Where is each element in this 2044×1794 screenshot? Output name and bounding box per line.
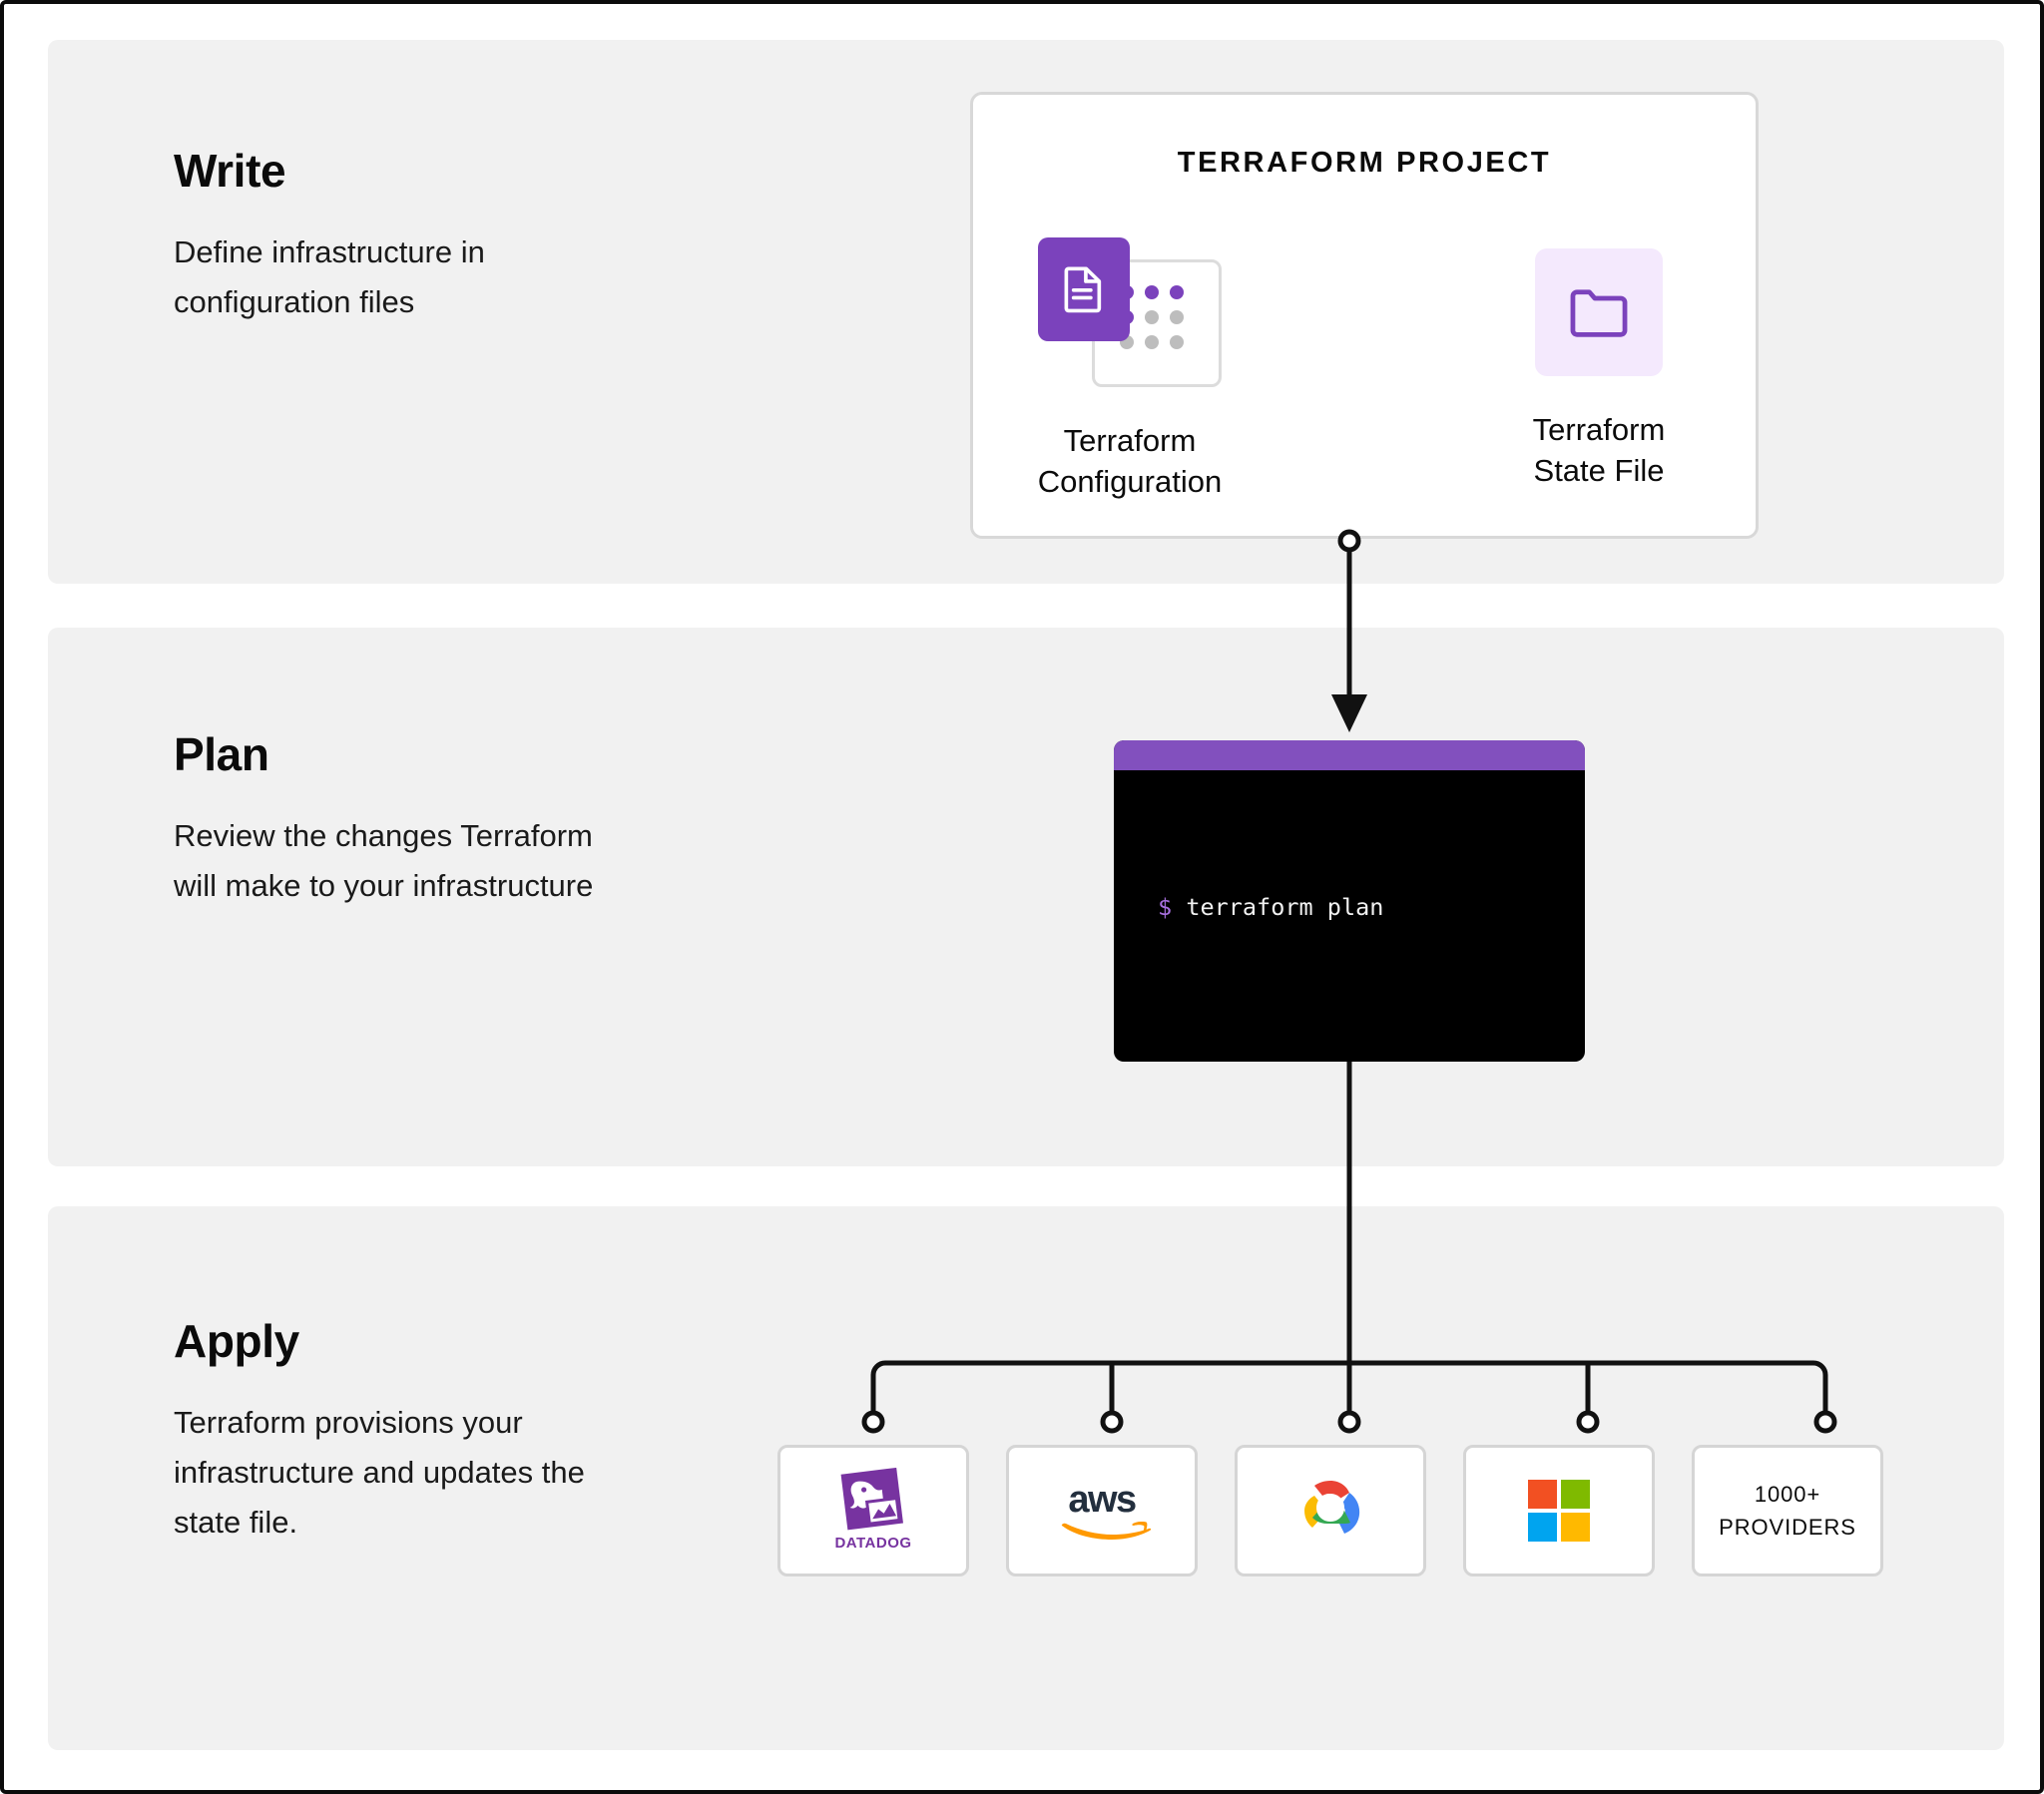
section-panel-plan xyxy=(48,628,2004,1166)
step-plan-description: Review the changes Terraform will make t… xyxy=(174,818,594,904)
document-icon xyxy=(1064,266,1102,313)
provider-card-aws[interactable]: aws xyxy=(1006,1445,1198,1576)
terraform-project-title: TERRAFORM PROJECT xyxy=(1177,147,1552,179)
provider-card-row: DATADOG aws xyxy=(777,1445,1883,1576)
step-plan: Plan Review the changes Terraform will m… xyxy=(174,727,812,911)
terminal-command-line: $ terraform plan xyxy=(1158,888,1585,926)
microsoft-icon xyxy=(1528,1480,1590,1542)
provider-card-microsoft[interactable] xyxy=(1463,1445,1655,1576)
terraform-project-card: TERRAFORM PROJECT xyxy=(970,92,1759,539)
terraform-state-file-label: Terraform State File xyxy=(1532,412,1666,488)
provider-more-label: 1000+ PROVIDERS xyxy=(1719,1478,1856,1544)
terraform-state-file-icon xyxy=(1535,248,1663,376)
terminal-titlebar xyxy=(1114,740,1585,770)
provider-card-datadog[interactable]: DATADOG xyxy=(777,1445,969,1576)
config-dot-grid xyxy=(1120,285,1195,360)
step-apply-description: Terraform provisions your infrastructure… xyxy=(174,1405,585,1541)
step-write-title: Write xyxy=(174,145,286,197)
terminal-command: terraform plan xyxy=(1186,893,1384,922)
step-write: Write Define infrastructure in configura… xyxy=(174,144,812,327)
google-cloud-icon xyxy=(1304,1481,1360,1534)
folder-icon xyxy=(1570,289,1628,337)
config-document-tile xyxy=(1038,237,1130,341)
datadog-wordmark: DATADOG xyxy=(834,1535,911,1552)
step-apply: Apply Terraform provisions your infrastr… xyxy=(174,1314,812,1549)
step-plan-title: Plan xyxy=(174,728,269,780)
terraform-configuration-label: Terraform Configuration xyxy=(1037,423,1223,499)
aws-wordmark: aws xyxy=(1068,1479,1136,1521)
provider-count: 1000+ xyxy=(1754,1482,1821,1507)
terraform-configuration-item: Terraform Configuration xyxy=(1000,237,1260,503)
step-apply-title: Apply xyxy=(174,1315,299,1367)
terraform-state-file-item: Terraform State File xyxy=(1469,237,1729,503)
terraform-plan-terminal: $ terraform plan ... Terraform will perf… xyxy=(1114,740,1585,1062)
prompt-sigil: $ xyxy=(1158,893,1173,922)
terraform-configuration-icon xyxy=(1030,237,1230,387)
terminal-output: $ terraform plan ... Terraform will perf… xyxy=(1114,770,1585,1062)
provider-more-text: PROVIDERS xyxy=(1719,1515,1856,1540)
aws-icon: aws xyxy=(1061,1479,1152,1540)
provider-card-google-cloud[interactable] xyxy=(1235,1445,1426,1576)
step-write-description: Define infrastructure in configuration f… xyxy=(174,234,485,320)
provider-card-more[interactable]: 1000+ PROVIDERS xyxy=(1692,1445,1883,1576)
datadog-icon: DATADOG xyxy=(834,1468,911,1552)
